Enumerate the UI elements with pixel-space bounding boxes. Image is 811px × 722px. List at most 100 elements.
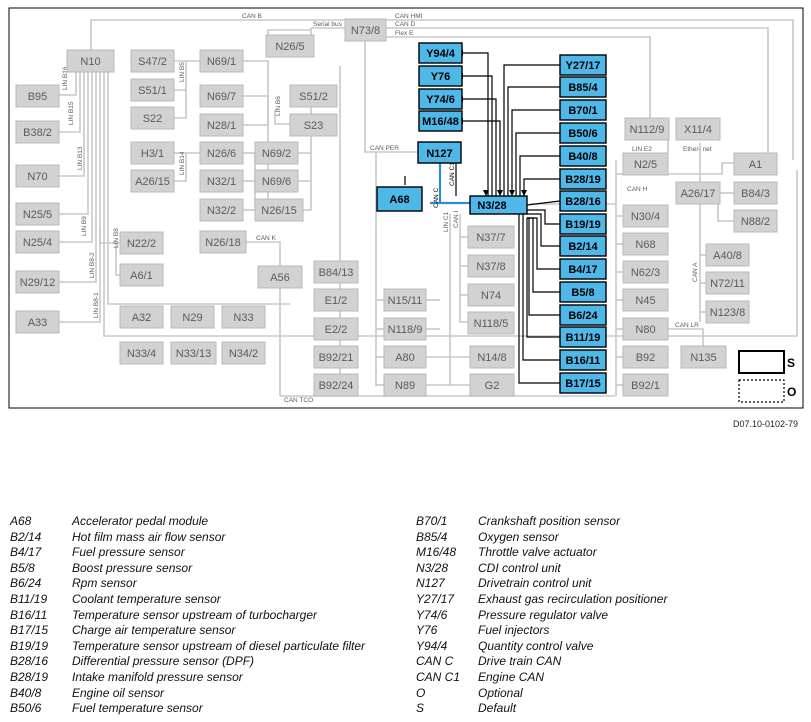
component-y76[interactable]: Y76 [418,65,463,87]
component-n118-5[interactable]: N118/5 [467,311,515,335]
component-h3-1[interactable]: H3/1 [130,141,175,165]
component-a1[interactable]: A1 [733,152,778,176]
component-b70-1[interactable]: B70/1 [559,99,607,121]
component-n34-2[interactable]: N34/2 [221,341,266,365]
component-n26-15[interactable]: N26/15 [254,198,304,222]
component-a26-17[interactable]: A26/17 [675,181,721,205]
component-b40-8[interactable]: B40/8 [559,145,607,167]
component-n25-4[interactable]: N25/4 [15,230,60,254]
component-b16-11[interactable]: B16/11 [559,349,607,371]
component-n15-11[interactable]: N15/11 [383,288,427,312]
component-n62-3[interactable]: N62/3 [622,260,669,284]
component-n29[interactable]: N29 [170,305,215,329]
component-n123-8[interactable]: N123/8 [705,300,750,324]
black-wiring [404,50,561,384]
component-n72-11[interactable]: N72/11 [705,271,750,295]
component-n69-6[interactable]: N69/6 [254,169,299,193]
component-a80[interactable]: A80 [383,345,427,369]
component-n14-8[interactable]: N14/8 [469,345,515,369]
component-n69-1[interactable]: N69/1 [199,49,244,73]
component-g2[interactable]: G2 [469,373,515,397]
component-b2-14[interactable]: B2/14 [559,235,607,257]
component-y94-4[interactable]: Y94/4 [418,42,463,64]
component-n32-1[interactable]: N32/1 [199,169,244,193]
component-n3-28[interactable]: N3/28 [469,195,528,215]
component-s22[interactable]: S22 [130,106,175,130]
component-n33[interactable]: N33 [221,305,266,329]
component-n29-12[interactable]: N29/12 [15,270,60,294]
component-s47-2[interactable]: S47/2 [130,49,175,73]
component-b19-19[interactable]: B19/19 [559,213,607,235]
component-a6-1[interactable]: A6/1 [119,263,164,287]
component-n73-8[interactable]: N73/8 [344,18,387,42]
component-n25-5[interactable]: N25/5 [15,202,60,226]
component-a33[interactable]: A33 [15,310,60,334]
component-a56[interactable]: A56 [257,265,303,289]
component-b28-16[interactable]: B28/16 [559,190,607,212]
component-n127[interactable]: N127 [417,141,462,164]
component-n69-2[interactable]: N69/2 [254,141,299,165]
component-b28-19[interactable]: B28/19 [559,168,607,190]
component-b4-17[interactable]: B4/17 [559,258,607,280]
component-n45[interactable]: N45 [622,288,669,312]
optional-key-label: O [787,385,796,399]
component-b92-21[interactable]: B92/21 [313,345,359,369]
component-n88-2[interactable]: N88/2 [733,209,778,233]
component-n30-4[interactable]: N30/4 [622,204,669,228]
component-n26-5[interactable]: N26/5 [265,34,315,58]
component-x11-4[interactable]: X11/4 [675,117,721,141]
component-n28-1[interactable]: N28/1 [199,113,244,137]
component-n33-13[interactable]: N33/13 [170,341,217,365]
component-b84-3[interactable]: B84/3 [733,181,778,205]
component-b85-4[interactable]: B85/4 [559,76,607,98]
component-n80[interactable]: N80 [622,317,669,341]
component-n112-9[interactable]: N112/9 [624,117,670,141]
component-a26-15[interactable]: A26/15 [130,169,175,193]
component-b95[interactable]: B95 [15,84,60,108]
component-n70[interactable]: N70 [15,164,60,188]
component-b92[interactable]: B92 [622,345,669,369]
legend-code: B40/8 [10,685,42,700]
component-y27-17[interactable]: Y27/17 [559,54,607,76]
component-n74[interactable]: N74 [467,283,515,307]
component-s51-2[interactable]: S51/2 [289,84,338,108]
component-b92-1[interactable]: B92/1 [622,373,669,397]
component-s51-1[interactable]: S51/1 [130,78,175,102]
component-n2-5[interactable]: N2/5 [622,152,669,176]
component-a68[interactable]: A68 [376,186,423,212]
component-e1-2[interactable]: E1/2 [313,288,359,312]
component-n68[interactable]: N68 [622,232,669,256]
component-n37-8[interactable]: N37/8 [467,254,515,278]
component-b5-8[interactable]: B5/8 [559,281,607,303]
svg-text:N80: N80 [635,324,655,336]
component-b50-6[interactable]: B50/6 [559,122,607,144]
component-n135[interactable]: N135 [680,345,727,369]
component-n37-7[interactable]: N37/7 [467,225,515,249]
component-b84-13[interactable]: B84/13 [313,260,359,284]
component-e2-2[interactable]: E2/2 [313,317,359,341]
component-n89[interactable]: N89 [383,373,427,397]
wire-label-can-hmi: CAN HMI [395,13,423,20]
component-n26-6[interactable]: N26/6 [199,141,244,165]
component-y74-6[interactable]: Y74/6 [418,88,463,110]
component-a40-8[interactable]: A40/8 [705,243,750,267]
component-b17-15[interactable]: B17/15 [559,372,607,394]
component-m16-48[interactable]: M16/48 [418,110,463,132]
component-b6-24[interactable]: B6/24 [559,304,607,326]
component-n22-2[interactable]: N22/2 [119,231,164,255]
component-a32[interactable]: A32 [119,305,164,329]
component-b11-19[interactable]: B11/19 [559,326,607,348]
legend-code: B19/19 [10,638,49,653]
component-n26-18[interactable]: N26/18 [199,230,247,254]
component-b38-2[interactable]: B38/2 [15,120,60,144]
legend-code: Y76 [416,623,438,638]
component-n32-2[interactable]: N32/2 [199,198,244,222]
component-n69-7[interactable]: N69/7 [199,84,244,108]
component-n33-4[interactable]: N33/4 [119,341,164,365]
component-n10[interactable]: N10 [66,49,115,73]
wire-label-can-d: CAN D [395,21,416,28]
svg-text:N26/6: N26/6 [207,148,236,160]
component-n118-9[interactable]: N118/9 [383,317,427,341]
component-s23[interactable]: S23 [289,113,338,137]
component-b92-24[interactable]: B92/24 [313,373,359,397]
